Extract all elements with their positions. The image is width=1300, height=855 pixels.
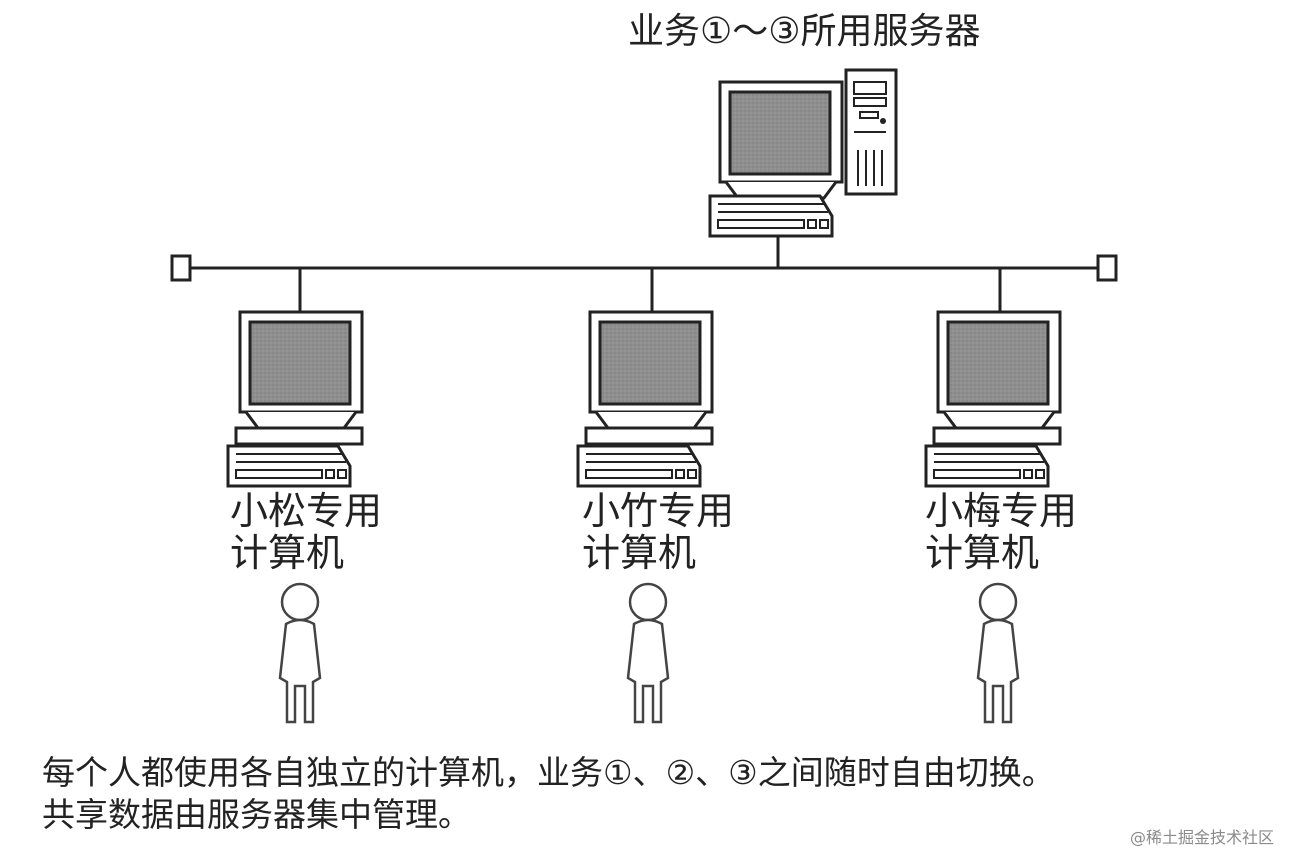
caption-line-1: 每个人都使用各自独立的计算机，业务①、②、③之间随时自由切换。 [42, 753, 1055, 792]
person-icon [626, 582, 670, 724]
desktop-computer-icon [226, 310, 364, 488]
person-icon [278, 582, 322, 724]
client-computer-mei [924, 310, 1062, 724]
client-label-line2: 计算机 [925, 531, 1040, 575]
server-computer-icon [708, 68, 898, 238]
client-label-line1: 小梅专用 [925, 489, 1078, 533]
client-label-line2: 计算机 [582, 531, 697, 575]
client-computer-zhu [576, 310, 714, 724]
client-label-line1: 小松专用 [230, 489, 383, 533]
person-icon [976, 582, 1020, 724]
client-label-mei: 小梅专用 计算机 [925, 490, 1077, 574]
client-label-line1: 小竹专用 [582, 489, 735, 533]
desktop-computer-icon [576, 310, 714, 488]
client-label-line2: 计算机 [230, 531, 345, 575]
client-label-song: 小松专用 计算机 [230, 490, 382, 574]
client-label-zhu: 小竹专用 计算机 [582, 490, 734, 574]
diagram-caption: 每个人都使用各自独立的计算机，业务①、②、③之间随时自由切换。 共享数据由服务器… [42, 752, 1055, 836]
watermark: @稀土掘金技术社区 [1130, 828, 1275, 847]
caption-line-2: 共享数据由服务器集中管理。 [42, 795, 471, 834]
client-computer-song [226, 310, 364, 724]
desktop-computer-icon [924, 310, 1062, 488]
server-label: 业务①～③所用服务器 [628, 11, 981, 52]
network-bus-line [170, 222, 1118, 315]
